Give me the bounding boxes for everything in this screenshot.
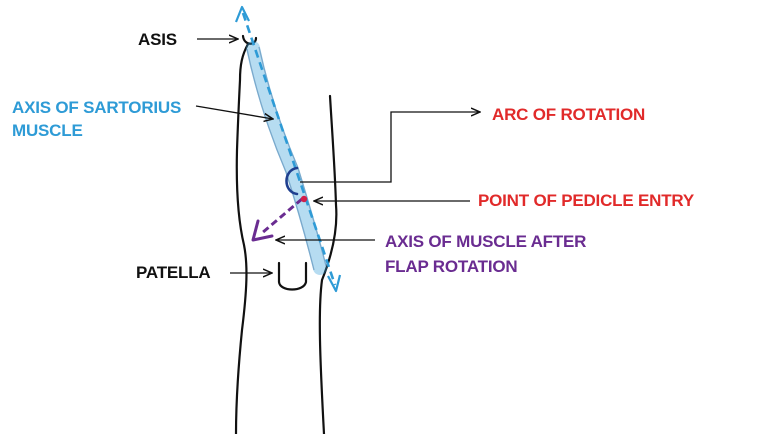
sartorius-axis-arrowhead-top (234, 5, 250, 23)
axis-after-rotation-label-line2: FLAP ROTATION (385, 257, 518, 276)
arc-of-rotation-label: ARC OF ROTATION (492, 105, 646, 124)
patella-shape (277, 261, 308, 291)
axis-of-sartorius-label-line2: MUSCLE (12, 121, 83, 140)
sartorius-muscle-band (246, 41, 327, 275)
pedicle-entry-point (300, 195, 308, 203)
rotated-axis-line (261, 197, 303, 235)
thigh-outline-left (234, 42, 250, 434)
axis-of-sartorius-label-line1: AXIS OF SARTORIUS (12, 98, 182, 117)
arc-of-rotation-mark (285, 166, 299, 196)
thigh-outline-right (318, 94, 338, 434)
asis-landmark (241, 34, 258, 45)
axis-after-rotation-label-line1: AXIS OF MUSCLE AFTER (385, 232, 587, 251)
rotated-axis-arrowhead (251, 219, 274, 242)
pedicle-entry-label: POINT OF PEDICLE ENTRY (478, 191, 694, 210)
asis-label: ASIS (138, 30, 177, 49)
patella-label: PATELLA (136, 263, 211, 282)
sartorius-muscle-edge-left (246, 48, 315, 271)
arc-pointer-leader (300, 112, 480, 183)
sartorius-axis-arrowhead-bottom (327, 274, 342, 293)
sartorius-pointer-arrow (195, 105, 273, 119)
sartorius-axis-line (241, 12, 337, 286)
